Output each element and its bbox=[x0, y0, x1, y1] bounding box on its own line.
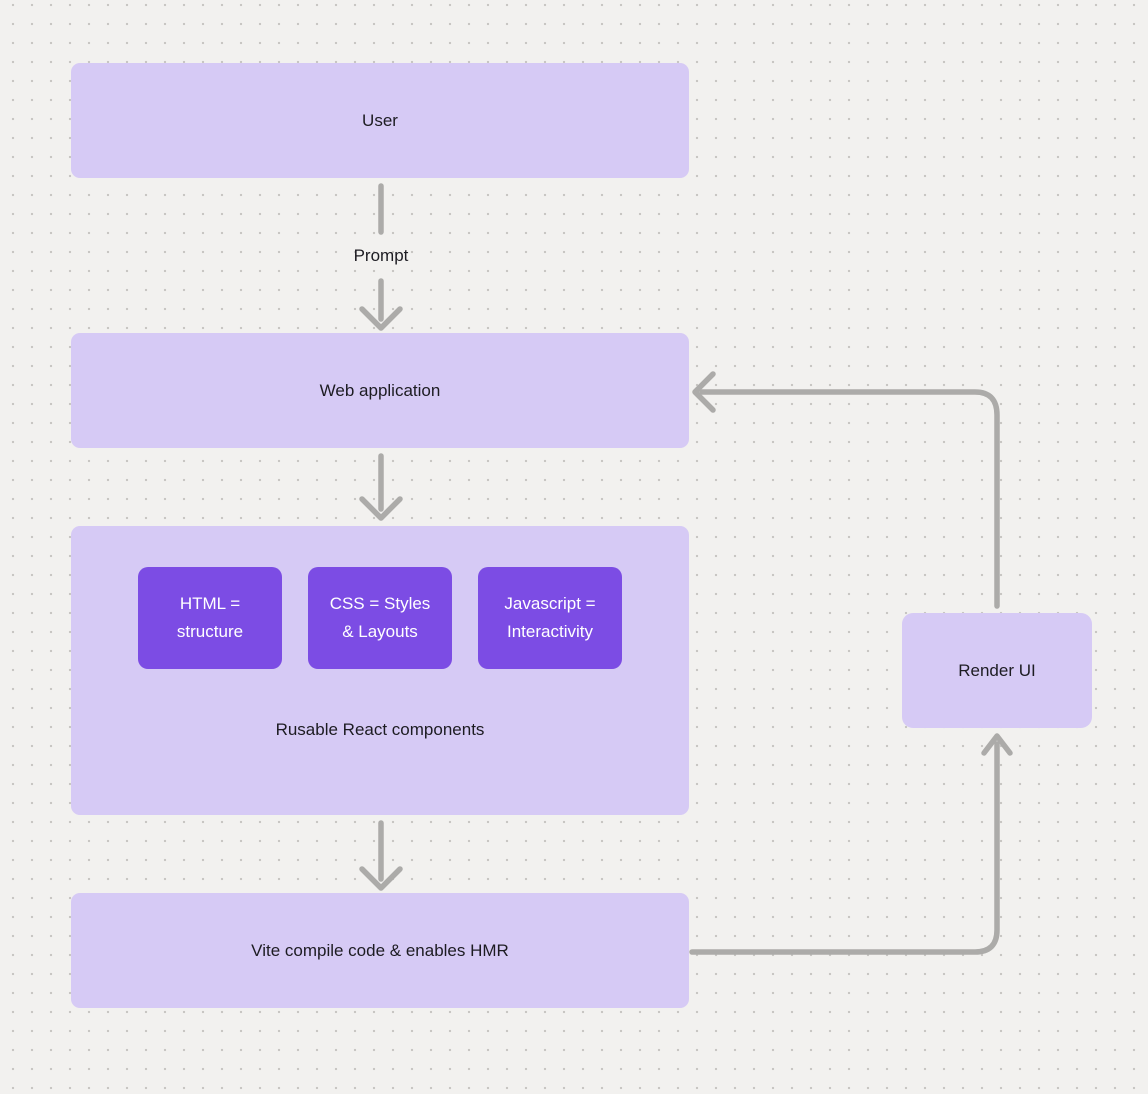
node-javascript: Javascript = Interactivity bbox=[478, 567, 622, 669]
node-user-label: User bbox=[362, 110, 398, 130]
node-render-ui: Render UI bbox=[902, 613, 1092, 728]
node-javascript-line2: Interactivity bbox=[507, 622, 593, 641]
node-html-line1: HTML = bbox=[179, 594, 241, 613]
node-html-line2: structure bbox=[176, 622, 244, 641]
node-web-application: Web application bbox=[71, 333, 689, 448]
arrowhead-up-into-renderui bbox=[981, 733, 1013, 756]
node-render-ui-label: Render UI bbox=[958, 660, 1036, 680]
group-label-reusable-react-components: Rusable React components bbox=[275, 720, 485, 739]
node-vite-label: Vite compile code & enables HMR bbox=[251, 940, 509, 960]
connector-vite-renderui bbox=[689, 741, 1000, 955]
node-vite: Vite compile code & enables HMR bbox=[71, 893, 689, 1008]
node-css: CSS = Styles & Layouts bbox=[308, 567, 452, 669]
arrowhead-down-into-group bbox=[359, 496, 403, 521]
node-css-line2: & Layouts bbox=[342, 622, 418, 641]
arrowhead-down-into-webapp bbox=[359, 306, 403, 331]
arrowhead-down-into-vite bbox=[359, 866, 403, 891]
arrowhead-left-into-webapp bbox=[692, 371, 716, 413]
node-html: HTML = structure bbox=[138, 567, 282, 669]
node-web-application-label: Web application bbox=[319, 380, 441, 400]
edge-label-prompt: Prompt bbox=[353, 246, 409, 265]
node-user: User bbox=[71, 63, 689, 178]
node-css-line1: CSS = Styles bbox=[329, 594, 431, 613]
connector-renderui-webapp bbox=[699, 389, 1000, 609]
node-javascript-line1: Javascript = bbox=[504, 594, 596, 613]
